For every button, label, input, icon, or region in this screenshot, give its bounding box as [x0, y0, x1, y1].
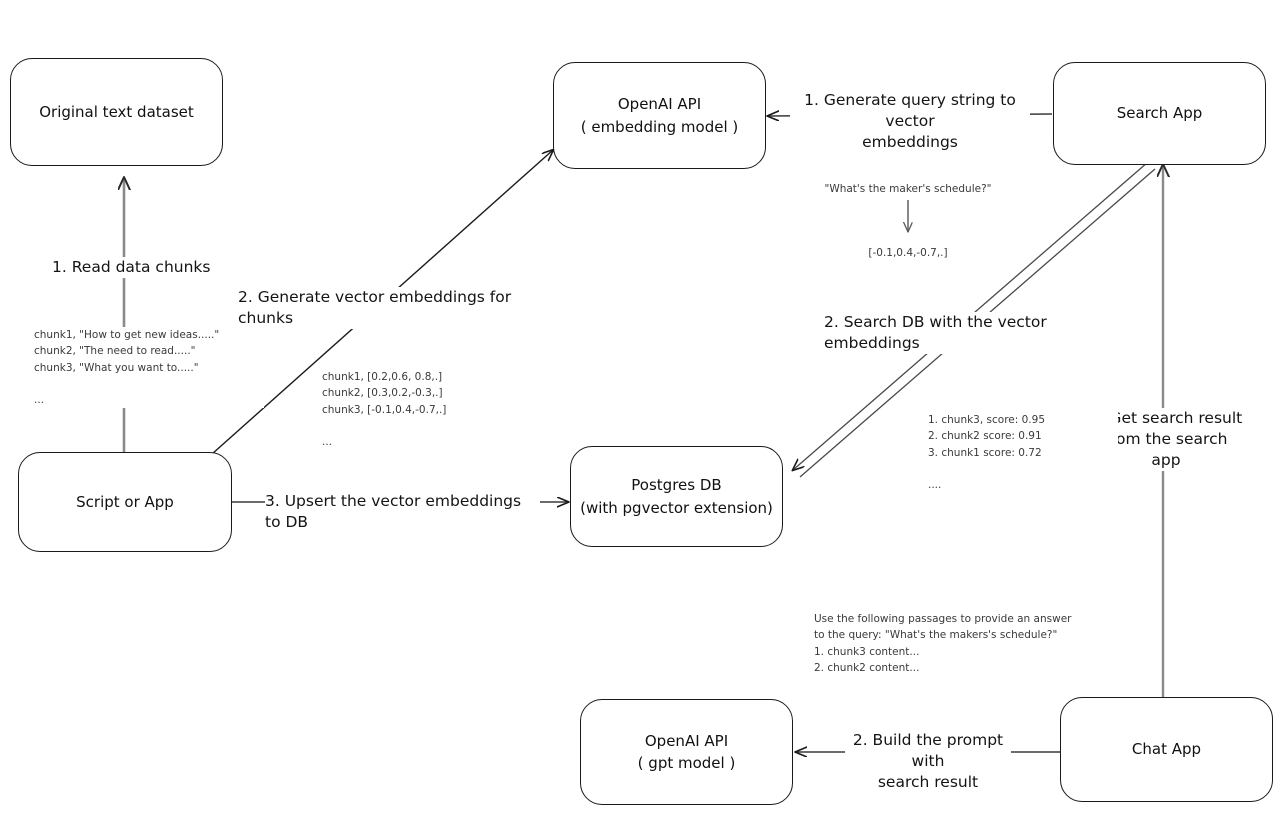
- node-openai-gpt-model[interactable]: OpenAI API ( gpt model ): [580, 699, 793, 805]
- edge-label-build-prompt: 2. Build the prompt with search result: [845, 730, 1011, 793]
- node-label: Script or App: [76, 492, 174, 511]
- node-label: Chat App: [1131, 740, 1202, 759]
- note-query-text: "What's the maker's schedule?": [808, 181, 1008, 198]
- edge-label-generate-query-string: 1. Generate query string to vector embed…: [790, 90, 1030, 153]
- note-prompt-text: Use the following passages to provide an…: [814, 611, 1084, 677]
- node-label-line2: ( embedding model ): [580, 117, 739, 136]
- node-label-line1: OpenAI API: [617, 95, 702, 113]
- node-original-text-dataset[interactable]: Original text dataset: [10, 58, 223, 166]
- note-chunk-vectors: chunk1, [0.2,0.6, 0.8,.] chunk2, [0.3,0.…: [322, 369, 542, 451]
- node-openai-embedding-model[interactable]: OpenAI API ( embedding model ): [553, 62, 766, 169]
- edge-label-search-db: 2. Search DB with the vector embeddings: [824, 312, 1124, 354]
- node-label-line1: OpenAI API: [644, 731, 729, 750]
- node-script-or-app[interactable]: Script or App: [18, 452, 232, 552]
- note-query-vector: [-0.1,0.4,-0.7,.]: [838, 245, 978, 262]
- edge-label-upsert-to-db: 3. Upsert the vector embeddings to DB: [265, 491, 540, 533]
- note-source-chunks: chunk1, "How to get new ideas....." chun…: [34, 327, 264, 409]
- node-label: Original text dataset: [39, 102, 194, 121]
- edge-label-generate-vector-embeddings: 2. Generate vector embeddings for chunks: [238, 287, 538, 329]
- note-search-results: 1. chunk3, score: 0.95 2. chunk2 score: …: [928, 412, 1118, 494]
- node-label: Search App: [1116, 104, 1203, 123]
- node-label-line2: ( gpt model ): [637, 754, 736, 772]
- edge-label-read-data-chunks: 1. Read data chunks: [52, 257, 232, 278]
- node-search-app[interactable]: Search App: [1053, 62, 1266, 165]
- node-postgres-db[interactable]: Postgres DB (with pgvector extension): [570, 446, 783, 547]
- node-label-line2: (with pgvector extension): [580, 498, 773, 517]
- node-chat-app[interactable]: Chat App: [1060, 697, 1273, 802]
- node-label-line1: Postgres DB: [631, 476, 722, 494]
